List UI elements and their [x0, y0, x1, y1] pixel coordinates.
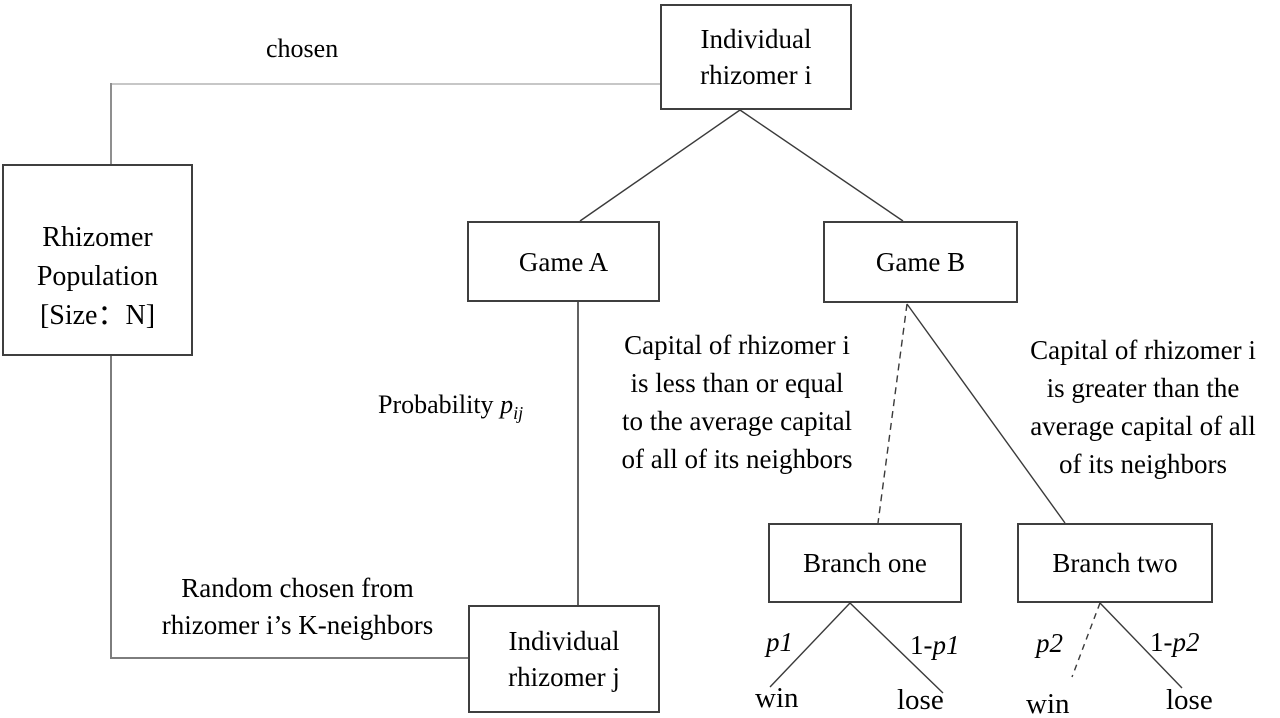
condition-left-line4: of all of its neighbors — [621, 444, 853, 474]
edge-branch-one-to-win — [769, 602, 851, 688]
condition-right-line3: average capital of all — [1030, 411, 1256, 441]
chosen-edge-label: chosen — [266, 34, 339, 63]
1-p2-italic: p2 — [1172, 627, 1200, 657]
edge-i-to-game-b — [739, 109, 904, 222]
branch-two-lose-probability-label: 1-p2 — [1150, 627, 1200, 658]
condition-left-line2: is less than or equal — [630, 368, 844, 398]
node-branch-two: Branch two — [1017, 523, 1213, 603]
node-game-a-label: Game A — [518, 246, 609, 277]
node-game-a: Game A — [467, 221, 660, 302]
edge-branch-one-to-lose — [849, 602, 944, 694]
node-individual-rhizomer-i-line1: Individual — [700, 24, 812, 54]
edge-game-b-to-branch-two — [906, 303, 1066, 524]
game-b-branch-one-condition-label: Capital of rhizomer i is less than or eq… — [592, 326, 882, 478]
node-game-b-label: Game B — [875, 247, 966, 277]
1-p1-plain: 1- — [910, 630, 933, 660]
random-chosen-line2: rhizomer i’s K-neighbors — [161, 610, 434, 640]
random-chosen-edge-label: Random chosen from rhizomer i’s K-neighb… — [125, 570, 470, 644]
node-individual-rhizomer-i: Individual rhizomer i — [660, 4, 852, 110]
branch-one-win-probability-label: p1 — [766, 627, 793, 658]
node-rhizomer-population: Rhizomer Population [Size：N] — [2, 164, 193, 356]
node-individual-rhizomer-j-line2: rhizomer j — [508, 662, 620, 692]
condition-right-line2: is greater than the — [1046, 373, 1240, 403]
branch-two-win-outcome: win — [1026, 688, 1070, 718]
condition-right-line4: of its neighbors — [1059, 449, 1227, 479]
probability-edge-label: Probability pij — [378, 390, 523, 424]
node-branch-one: Branch one — [768, 523, 962, 603]
condition-right-line1: Capital of rhizomer i — [1030, 335, 1256, 365]
node-rhizomer-population-line2: Population — [36, 261, 159, 292]
game-b-branch-two-condition-label: Capital of rhizomer i is greater than th… — [1004, 331, 1280, 483]
node-game-b: Game B — [823, 221, 1018, 303]
node-rhizomer-population-line3: [Size：N] — [39, 300, 156, 331]
node-rhizomer-population-line1: Rhizomer — [42, 222, 153, 253]
edge-branch-two-to-win — [1071, 602, 1101, 678]
1-p1-italic: p1 — [932, 630, 960, 660]
p2-italic: p2 — [1036, 628, 1063, 658]
condition-left-line3: to the average capital — [621, 406, 853, 436]
probability-prefix: Probability — [378, 390, 501, 419]
edge-branch-two-to-lose — [1099, 602, 1183, 689]
probability-variable: p — [500, 390, 514, 419]
node-individual-rhizomer-i-line2: rhizomer i — [700, 60, 812, 90]
branch-two-lose-outcome: lose — [1166, 684, 1213, 716]
node-branch-two-label: Branch two — [1052, 548, 1178, 578]
probability-subscript: ij — [513, 403, 524, 424]
node-individual-rhizomer-j: Individual rhizomer j — [468, 605, 660, 713]
random-chosen-line1: Random chosen from — [181, 573, 414, 603]
p1-italic: p1 — [766, 627, 793, 657]
condition-left-line1: Capital of rhizomer i — [624, 330, 850, 360]
branch-one-lose-outcome: lose — [897, 684, 944, 716]
1-p2-plain: 1- — [1150, 627, 1173, 657]
edge-i-to-game-a — [579, 109, 741, 222]
edge-game-b-to-branch-one — [877, 303, 908, 524]
branch-one-win-outcome: win — [755, 682, 799, 714]
branch-two-win-probability-label: p2 — [1036, 628, 1063, 659]
node-individual-rhizomer-j-line1: Individual — [508, 626, 620, 656]
branch-one-lose-probability-label: 1-p1 — [910, 630, 960, 661]
node-branch-one-label: Branch one — [803, 548, 927, 578]
